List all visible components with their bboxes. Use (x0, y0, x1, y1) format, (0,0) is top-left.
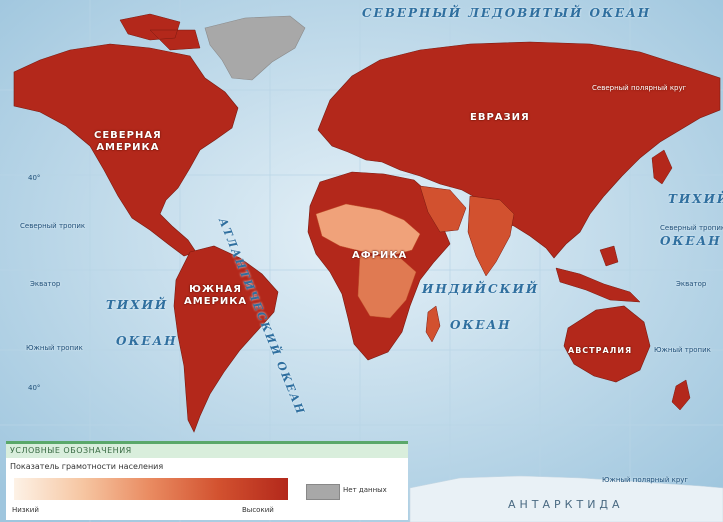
madagascar (425, 305, 441, 343)
legend-nodata-label: Нет данных (343, 486, 387, 494)
equator-left-label: Экватор (30, 280, 61, 288)
south-america-label: ЮЖНАЯ АМЕРИКА (184, 284, 247, 308)
latitude-label-south: 40° (28, 384, 41, 392)
south-asia-region (467, 195, 515, 277)
africa-sahel-low (315, 203, 421, 257)
tropic-north-left-label: Северный тропик (20, 222, 86, 230)
arctic-ocean-label: СЕВЕРНЫЙ ЛЕДОВИТЫЙ ОКЕАН (362, 6, 652, 20)
australia-region (563, 305, 651, 383)
africa-label: АФРИКА (352, 250, 408, 261)
antarctic-circle-label: Южный полярный круг (602, 476, 689, 484)
eurasia-region (317, 41, 721, 259)
legend-high-label: Высокий (242, 506, 274, 514)
legend-nodata-swatch (306, 484, 340, 500)
arabia-region (419, 185, 467, 233)
antarctica-label: АНТАРКТИДА (508, 498, 624, 511)
tropic-south-left-label: Южный тропик (26, 344, 83, 352)
legend-subtitle: Показатель грамотности населения (10, 462, 164, 471)
indian-ocean-label-1: ИНДИЙСКИЙ (422, 282, 540, 296)
south-america-label-line2: АМЕРИКА (184, 296, 248, 307)
pacific-ocean-left-label-1: ТИХИЙ (106, 298, 169, 312)
pacific-ocean-right-label-2: ОКЕАН (660, 234, 722, 248)
japan (651, 149, 673, 185)
se-asia-islands (555, 245, 641, 303)
north-america-region (13, 43, 239, 257)
north-america-label-line2: АМЕРИКА (96, 142, 160, 153)
legend-gradient-bar (14, 478, 288, 500)
indian-ocean-label-2: ОКЕАН (450, 318, 512, 332)
south-america-region (173, 245, 279, 433)
south-america-label-line1: ЮЖНАЯ (189, 284, 242, 295)
legend-header: УСЛОВНЫЕ ОБОЗНАЧЕНИЯ (6, 444, 408, 458)
pacific-ocean-right-label-1: ТИХИЙ (668, 192, 723, 206)
tropic-north-right-label: Северный тропик (660, 224, 723, 232)
pacific-ocean-left-label-2: ОКЕАН (116, 334, 178, 348)
map-legend: УСЛОВНЫЕ ОБОЗНАЧЕНИЯ Показатель грамотно… (6, 441, 408, 520)
equator-right-label: Экватор (676, 280, 707, 288)
new-zealand (671, 379, 691, 411)
eurasia-label: ЕВРАЗИЯ (470, 112, 530, 123)
greenland-nodata (204, 15, 306, 81)
north-america-label: СЕВЕРНАЯ АМЕРИКА (94, 130, 162, 154)
arctic-circle-label: Северный полярный круг (592, 84, 687, 92)
antarctica-region (409, 475, 723, 522)
arctic-islands (119, 13, 201, 51)
latitude-label-north: 40° (28, 174, 41, 182)
tropic-south-right-label: Южный тропик (654, 346, 711, 354)
australia-label: АВСТРАЛИЯ (568, 346, 633, 355)
africa-central-mid (357, 255, 417, 319)
legend-low-label: Низкий (12, 506, 39, 514)
north-america-label-line1: СЕВЕРНАЯ (94, 130, 162, 141)
